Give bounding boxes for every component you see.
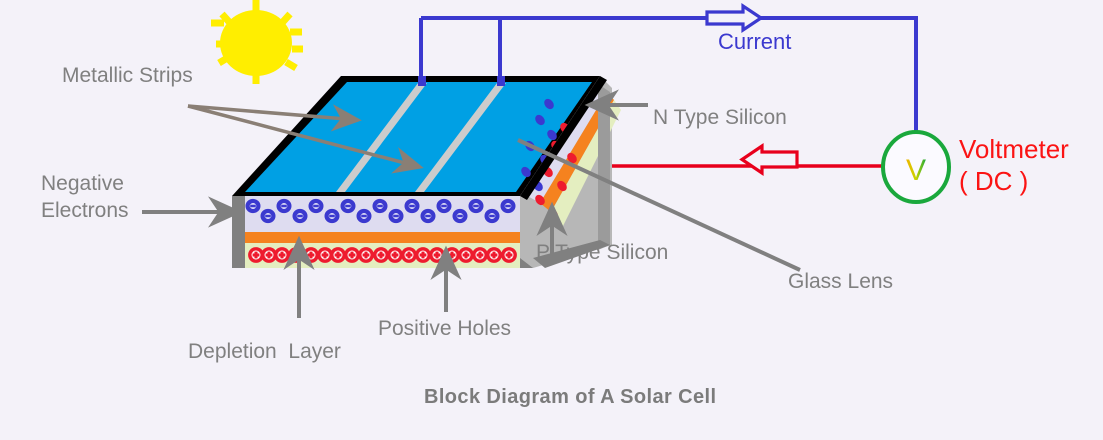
electron-minus-icon — [452, 208, 468, 224]
sun-icon — [211, 0, 303, 84]
electron-minus-icon — [500, 198, 516, 214]
electron-minus-icon — [420, 208, 436, 224]
hole-plus-icon — [344, 247, 360, 263]
hole-plus-icon — [303, 247, 319, 263]
electron-minus-icon — [436, 198, 452, 214]
label-positive-holes: Positive Holes — [378, 317, 512, 340]
label-negative-electrons-line2: Electrons — [41, 199, 129, 222]
hole-plus-icon — [317, 247, 333, 263]
voltmeter-icon: V — [881, 130, 951, 204]
electron-minus-icon — [468, 198, 484, 214]
page-title: Block Diagram of A Solar Cell — [424, 386, 717, 408]
electron-minus-icon — [308, 198, 324, 214]
hole-plus-icon — [415, 247, 431, 263]
label-current: Current — [718, 29, 792, 54]
hole-group-front — [248, 247, 517, 263]
label-p-type-silicon: P Type Silicon — [536, 241, 669, 264]
electron-minus-icon — [340, 198, 356, 214]
metallic-strips — [336, 83, 506, 192]
hole-plus-icon — [387, 247, 403, 263]
hole-plus-icon — [401, 247, 417, 263]
hole-plus-icon — [472, 247, 488, 263]
label-negative-electrons-line1: Negative — [41, 172, 124, 195]
hole-plus-icon — [458, 247, 474, 263]
hole-plus-icon — [501, 247, 517, 263]
electron-minus-icon — [388, 208, 404, 224]
hole-plus-icon — [248, 247, 264, 263]
hole-plus-icon — [373, 247, 389, 263]
label-metallic-strips: Metallic Strips — [62, 64, 193, 87]
hole-plus-icon — [358, 247, 374, 263]
label-voltmeter: Voltmeter — [959, 134, 1069, 164]
hole-plus-icon — [261, 247, 277, 263]
electron-minus-icon — [356, 208, 372, 224]
hole-plus-icon — [429, 247, 445, 263]
current-wire — [419, 16, 918, 133]
electron-minus-icon — [245, 198, 261, 214]
current-arrow-icon — [705, 3, 764, 33]
voltage-arrow-icon — [739, 142, 799, 177]
label-depletion-layer: Depletion Layer — [188, 340, 341, 363]
electron-group-front — [245, 198, 516, 224]
leader-lines — [142, 89, 801, 318]
label-glass-lens: Glass Lens — [788, 270, 894, 293]
electron-minus-icon — [372, 198, 388, 214]
depletion-layer-front — [245, 232, 520, 243]
electron-minus-icon — [292, 208, 308, 224]
label-n-type-silicon: N Type Silicon — [653, 106, 787, 129]
electron-minus-icon — [324, 208, 340, 224]
electron-minus-icon — [276, 198, 292, 214]
label-voltmeter-dc: ( DC ) — [959, 166, 1029, 196]
electron-minus-icon — [404, 198, 420, 214]
svg-text:V: V — [906, 154, 926, 187]
light-ray-arrows — [187, 104, 424, 174]
hole-plus-icon — [274, 247, 290, 263]
hole-plus-icon — [330, 247, 346, 263]
hole-plus-icon — [486, 247, 502, 263]
strip-wire-joints — [418, 76, 505, 86]
electron-minus-icon — [484, 208, 500, 224]
electron-minus-icon — [260, 208, 276, 224]
